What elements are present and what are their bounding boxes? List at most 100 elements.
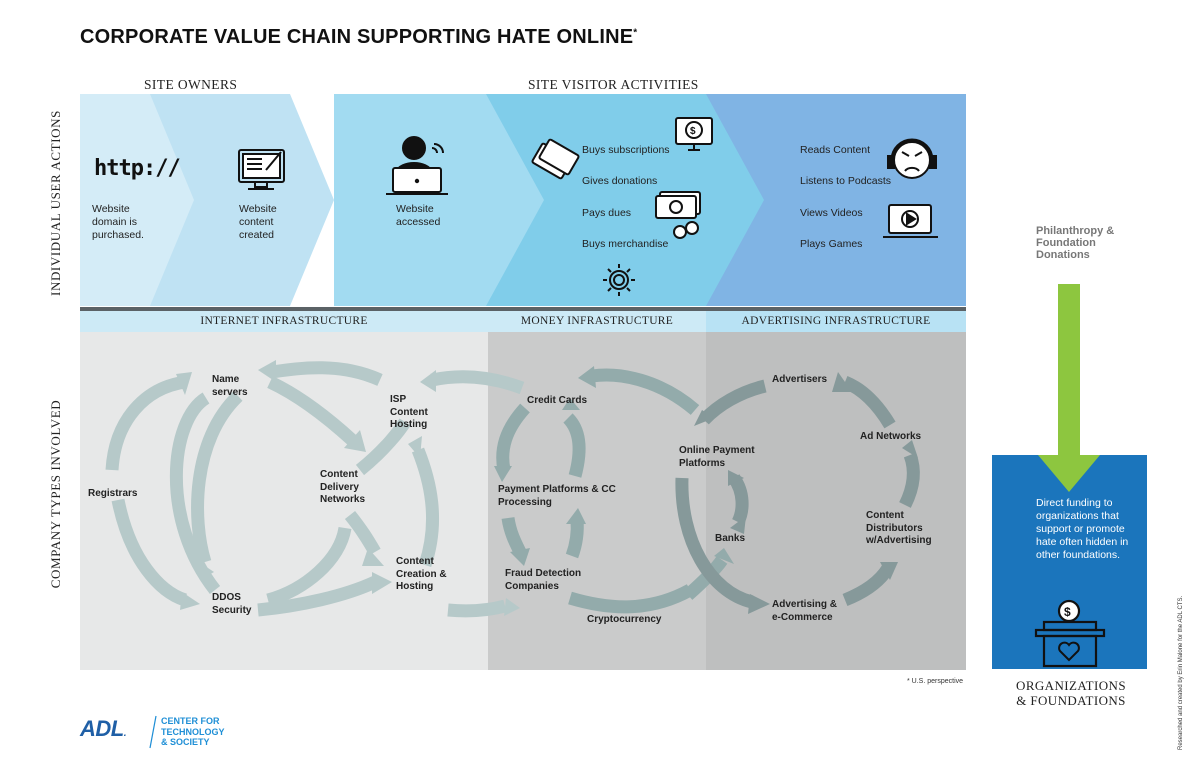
arrowhead	[196, 560, 214, 580]
logo-divider	[149, 715, 157, 749]
dollar-glyph: $	[1064, 605, 1071, 619]
arrowhead	[730, 516, 746, 534]
flow-arrow-online-adv	[675, 477, 754, 609]
node-content-creation: Content Creation & Hosting	[396, 556, 447, 592]
row-label-company-types: COMPANY TYPES INVOLVED	[48, 399, 63, 589]
flow-arrow-content-isp	[411, 447, 440, 568]
adl-mark: .	[123, 728, 127, 739]
flow-arrow-isp-name	[271, 361, 383, 386]
angry-face-headphones-icon	[887, 138, 937, 179]
video-laptop-icon	[883, 204, 938, 238]
arrowhead	[728, 470, 744, 486]
flow-arrow-fraud-crypto	[568, 584, 694, 614]
flow-arrow-registrars-name	[105, 375, 187, 471]
flow-arrow-payment-credit	[563, 413, 586, 478]
arrowhead	[562, 398, 580, 410]
arrowhead	[694, 410, 714, 426]
computer-content-icon	[238, 149, 285, 190]
arrowhead	[832, 372, 852, 392]
row-label-user-actions: INDIVIDUAL USER ACTIONS	[48, 110, 63, 296]
flow-arrow-fraud-payment	[565, 519, 584, 559]
flow-arrow-online-credit	[591, 368, 700, 416]
content-item-reads: Reads Content	[800, 144, 871, 156]
flow-arrow-adnet-advertisers	[842, 375, 896, 429]
step-content-created: Website content created	[239, 203, 277, 241]
visitor-band-1	[334, 94, 546, 306]
node-isp: ISP Content Hosting	[390, 394, 428, 430]
node-content-distributors: Content Distributors w/Advertising	[866, 510, 932, 546]
money-item-merchandise: Buys merchandise	[582, 238, 669, 250]
cash-coins-icon	[655, 191, 701, 239]
philanthropy-arrow-head	[1038, 455, 1100, 492]
node-online-payment: Online Payment Platforms	[679, 445, 755, 469]
node-fraud-detection: Fraud Detection Companies	[505, 568, 582, 592]
node-credit-cards: Credit Cards	[527, 395, 588, 406]
money-item-dues: Pays dues	[582, 207, 632, 219]
node-ad-networks: Ad Networks	[860, 431, 922, 442]
arrowhead	[566, 508, 586, 524]
flow-arrow-name-cdn	[267, 376, 357, 445]
flow-arrow-distrib-adnet	[899, 452, 920, 508]
donation-description: Direct funding to organizations that sup…	[1036, 497, 1129, 561]
http-logo: http://	[94, 156, 181, 181]
flow-arrow-content-fraud	[447, 599, 507, 618]
credit-cards-icon	[531, 138, 580, 180]
advertising-header-band	[706, 311, 966, 332]
node-payment-platforms: Payment Platforms & CC Processing	[498, 484, 616, 508]
monitor-dollar-glyph: $	[690, 126, 696, 137]
money-item-donations: Gives donations	[582, 175, 658, 187]
header-site-visitor: SITE VISITOR ACTIVITIES	[528, 77, 699, 92]
flow-arrow-registrars-ddos	[111, 498, 188, 607]
header-money-infra: MONEY INFRASTRUCTURE	[520, 315, 674, 327]
flow-arrow-ddos-content	[257, 576, 378, 617]
arrowhead	[510, 548, 530, 566]
arrowhead	[578, 366, 596, 388]
arrowhead	[748, 594, 770, 614]
header-site-owners: SITE OWNERS	[144, 77, 238, 92]
arrowhead	[714, 548, 734, 564]
arrowhead	[902, 440, 918, 458]
flow-arrow-name-ddos	[191, 391, 243, 564]
arrowhead	[494, 466, 512, 482]
site-owner-band-2	[150, 94, 334, 306]
philanthropy-arrow-shaft	[1058, 284, 1080, 464]
content-item-videos: Views Videos	[800, 207, 863, 219]
divider-line	[80, 307, 966, 311]
flow-arrow-payment-fraud	[501, 516, 526, 555]
arrowhead	[258, 360, 276, 382]
adl-logo: ADL.	[80, 716, 127, 742]
content-item-podcasts: Listens to Podcasts	[800, 175, 892, 187]
flow-arrow-ddos-cdn	[266, 526, 352, 607]
step-website-accessed: Website accessed	[396, 203, 441, 228]
node-name-servers: Name servers	[212, 374, 248, 398]
arrowhead	[880, 562, 898, 580]
donation-box-icon	[1034, 599, 1106, 668]
arrowhead	[344, 430, 366, 452]
node-registrars: Registrars	[88, 488, 138, 499]
money-item-subscriptions: Buys subscriptions	[582, 144, 670, 156]
heart-icon	[1058, 641, 1080, 662]
cts-label: CENTER FOR TECHNOLOGY & SOCIETY	[161, 716, 225, 747]
header-internet-infra: INTERNET INFRASTRUCTURE	[200, 315, 368, 327]
flow-arrow-cdn-isp	[355, 418, 411, 476]
arrowhead	[176, 372, 192, 395]
title-footnote-mark: *	[633, 27, 638, 39]
arrowhead	[420, 370, 436, 392]
flow-arrow-credit-isp	[430, 370, 525, 395]
node-cdn: Content Delivery Networks	[320, 469, 366, 505]
header-advertising-infra: ADVERTISING INFRASTRUCTURE	[741, 315, 931, 327]
dollar-monitor-icon	[675, 117, 713, 151]
footnote: * U.S. perspective	[907, 678, 964, 685]
credit-line: Researched and created by Erin Malone fo…	[1178, 595, 1184, 750]
gear-coin-icon	[603, 264, 635, 296]
flow-arrow-cdn-content	[344, 510, 381, 556]
title-text: CORPORATE VALUE CHAIN SUPPORTING HATE ON…	[80, 26, 634, 48]
arrowhead	[180, 592, 200, 610]
node-cryptocurrency: Cryptocurrency	[587, 614, 662, 625]
node-banks: Banks	[715, 533, 746, 544]
organizations-label: ORGANIZATIONS & FOUNDATIONS	[1016, 678, 1126, 708]
arrowhead	[408, 436, 422, 458]
step-domain-purchased: Website domain is purchased.	[92, 203, 144, 241]
node-advertisers: Advertisers	[772, 374, 828, 385]
node-ddos: DDOS Security	[212, 592, 252, 616]
